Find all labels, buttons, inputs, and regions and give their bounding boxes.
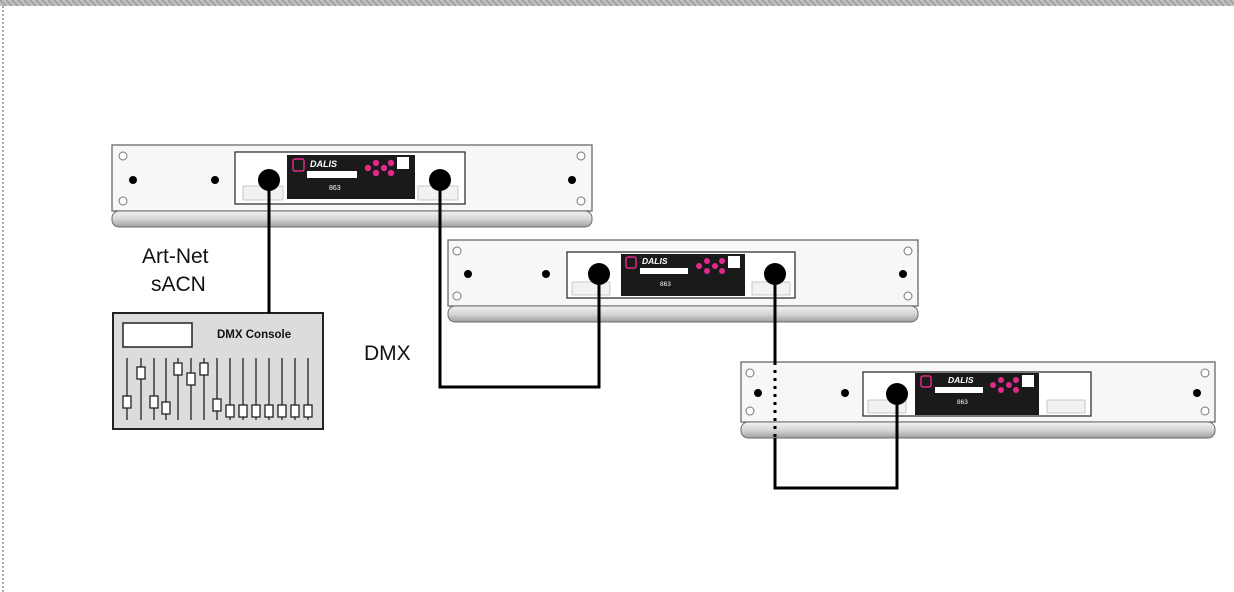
console-display	[122, 322, 193, 348]
cables	[267, 180, 899, 490]
control-panel-2: DALIS 863	[625, 256, 740, 288]
fixture-2: DALIS 863	[447, 239, 919, 323]
sacn-label: sACN	[151, 273, 206, 296]
dmx-console: DMX Console	[112, 312, 324, 430]
cable-dmx-3	[773, 394, 899, 490]
cable-dmx-1	[438, 180, 601, 389]
console-faders	[122, 358, 313, 420]
control-panel-1: DALIS 863	[292, 157, 409, 192]
logo-icon	[625, 256, 637, 269]
readout-label: 863	[957, 399, 968, 406]
brand-label: DALIS	[948, 375, 974, 385]
logo-icon	[292, 158, 305, 172]
artnet-label: Art-Net	[142, 245, 209, 268]
console-label: DMX Console	[217, 329, 291, 341]
readout-label: 863	[329, 185, 341, 192]
top-border	[0, 0, 1234, 6]
readout-label: 863	[660, 281, 671, 288]
brand-label: DALIS	[310, 159, 337, 169]
control-panel-3: DALIS 863	[920, 375, 1034, 406]
fixture-3: DALIS 863	[740, 361, 1216, 439]
fixture-1: DALIS 863	[111, 144, 593, 228]
dmx-label: DMX	[364, 342, 411, 365]
logo-icon	[920, 375, 932, 388]
brand-label: DALIS	[642, 256, 668, 266]
